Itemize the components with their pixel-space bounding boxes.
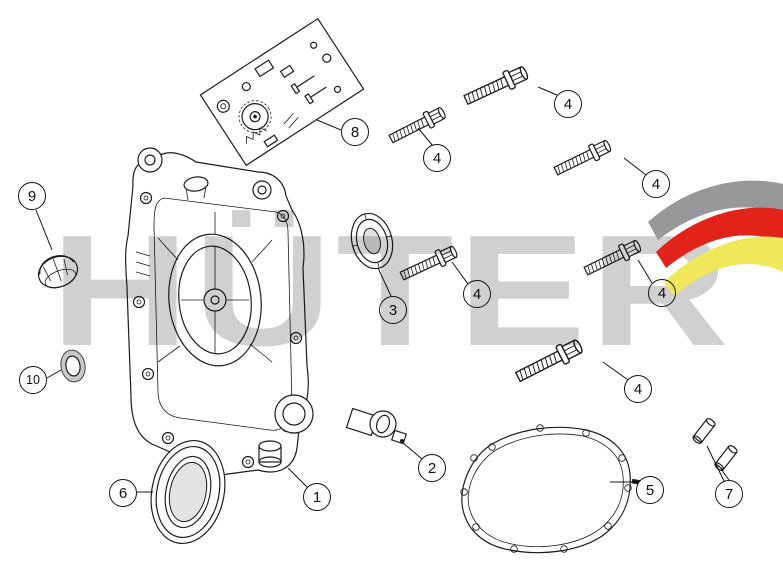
callout-leader-lines — [35, 86, 730, 493]
callout-8: 8 — [341, 118, 369, 146]
part-8-hardware-kit — [199, 17, 365, 167]
callout-10: 10 — [19, 366, 47, 394]
part-1-crankcase-cover — [125, 147, 314, 476]
callout-2: 2 — [418, 454, 446, 482]
part-3-seal — [350, 212, 394, 270]
callout-9: 9 — [18, 182, 46, 210]
callout-6: 6 — [109, 479, 137, 507]
callout-4: 4 — [648, 279, 676, 307]
callout-3: 3 — [379, 296, 407, 324]
part-10-seal-ring — [60, 349, 86, 383]
callout-4: 4 — [554, 90, 582, 118]
callout-1: 1 — [303, 483, 331, 511]
part-9-cap — [37, 255, 79, 289]
callout-4: 4 — [642, 170, 670, 198]
part-5-gasket — [460, 424, 632, 554]
callout-4: 4 — [463, 280, 491, 308]
callout-4: 4 — [423, 144, 451, 172]
part-2-assembly — [345, 407, 408, 445]
callout-7: 7 — [715, 480, 743, 508]
part-6-oil-seal — [150, 439, 226, 545]
callout-4: 4 — [624, 375, 652, 403]
callout-5: 5 — [636, 476, 664, 504]
part-7-dowel-pins — [692, 418, 738, 471]
